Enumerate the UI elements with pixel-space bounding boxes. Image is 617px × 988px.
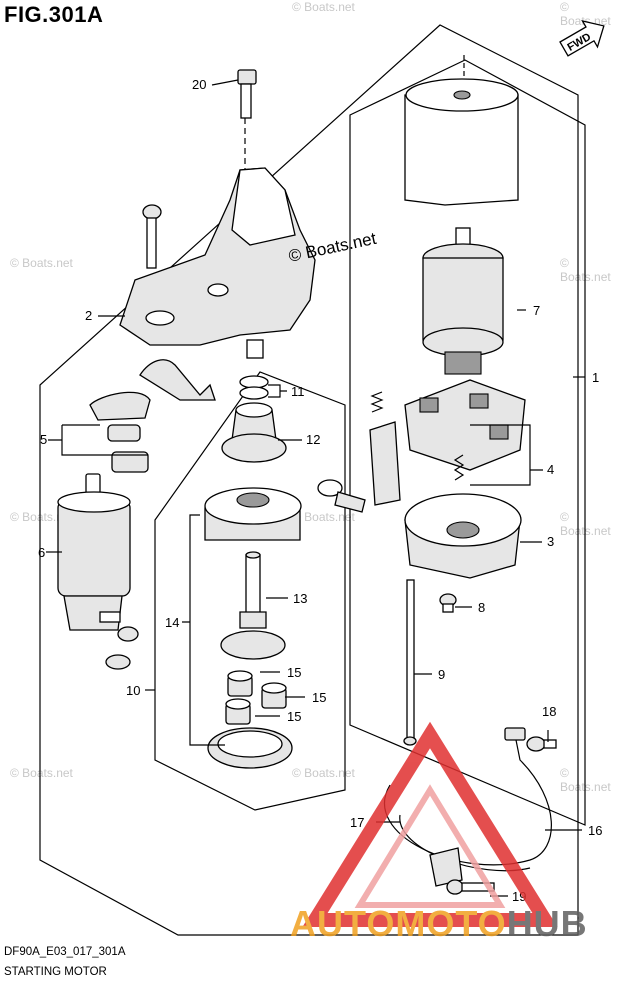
callout-7: 7 [533,303,540,318]
automotohub-logo: AUTOMOTOHUB [290,721,588,944]
callout-8: 8 [478,600,485,615]
planetary-gear-part-15 [225,670,287,725]
callout-11: 11 [291,384,305,399]
callout-2: 2 [85,308,92,323]
callout-13: 13 [293,591,307,606]
callout-9: 9 [438,667,445,682]
bolt-short [142,204,162,269]
brush-holder-part-4 [317,379,526,513]
drive-frame [154,371,346,811]
callout-17-label: 17 [350,815,364,830]
callout-12: 12 [306,432,320,447]
watermark-text: © Boats.net [292,766,355,780]
callout-3: 3 [547,534,554,549]
callout-18: 18 [542,704,556,719]
front-housing-part-2 [119,167,316,346]
callout-20: 20 [192,77,206,92]
watermark-text: © Boats.net [10,510,73,524]
end-cover-part-3 [404,493,522,579]
assembly-frame [349,59,586,826]
drawing-caption: STARTING MOTOR [4,966,107,978]
drawing-code: DF90A_E03_017_301A [4,946,126,958]
watermark-text: © Boats.net [10,766,73,780]
screw-part-8 [439,593,457,613]
bushing [246,339,264,359]
solenoid-part-6 [57,473,139,670]
drive-shaft-part-13 [220,551,286,660]
callout-15: 15 [287,709,301,724]
bolt-part-19 [446,879,495,895]
fwd-label: FWD [565,31,593,54]
watermark-text: © Boats.net [10,256,73,270]
yoke-cap [404,55,519,206]
callout-6: 6 [38,545,45,560]
callout-14: 14 [165,615,179,630]
outer-frame [39,24,579,936]
through-bolt-part-9 [403,579,417,746]
pinion-gear-part-12 [221,402,287,463]
callout-10: 10 [126,683,140,698]
callout-15: 15 [312,690,326,705]
brand-wordmark: AUTOMOTOHUB [290,903,588,944]
leader-lines [46,79,585,897]
fwd-arrow-icon: FWD [559,19,605,57]
callout-4: 4 [547,462,554,477]
shift-lever-part-5 [89,359,216,473]
bracket-part-16-17 [383,727,552,887]
bolt-part-18 [526,736,557,752]
watermark-text: © Boats.net [292,510,355,524]
gear-housing-cover [204,487,302,541]
ring-gear [207,727,293,769]
snap-ring-part-11 [239,375,269,400]
callout-labels: 20 2 7 1 11 12 4 3 5 6 8 13 14 9 10 15 1… [38,77,602,904]
watermark-text: © Boats.net [292,0,355,14]
armature-part-7 [422,227,504,375]
callout-5: 5 [40,432,47,447]
figure-title: FIG.301A [4,2,104,27]
callout-1: 1 [592,370,599,385]
callout-15: 15 [287,665,301,680]
callout-16: 16 [588,823,602,838]
